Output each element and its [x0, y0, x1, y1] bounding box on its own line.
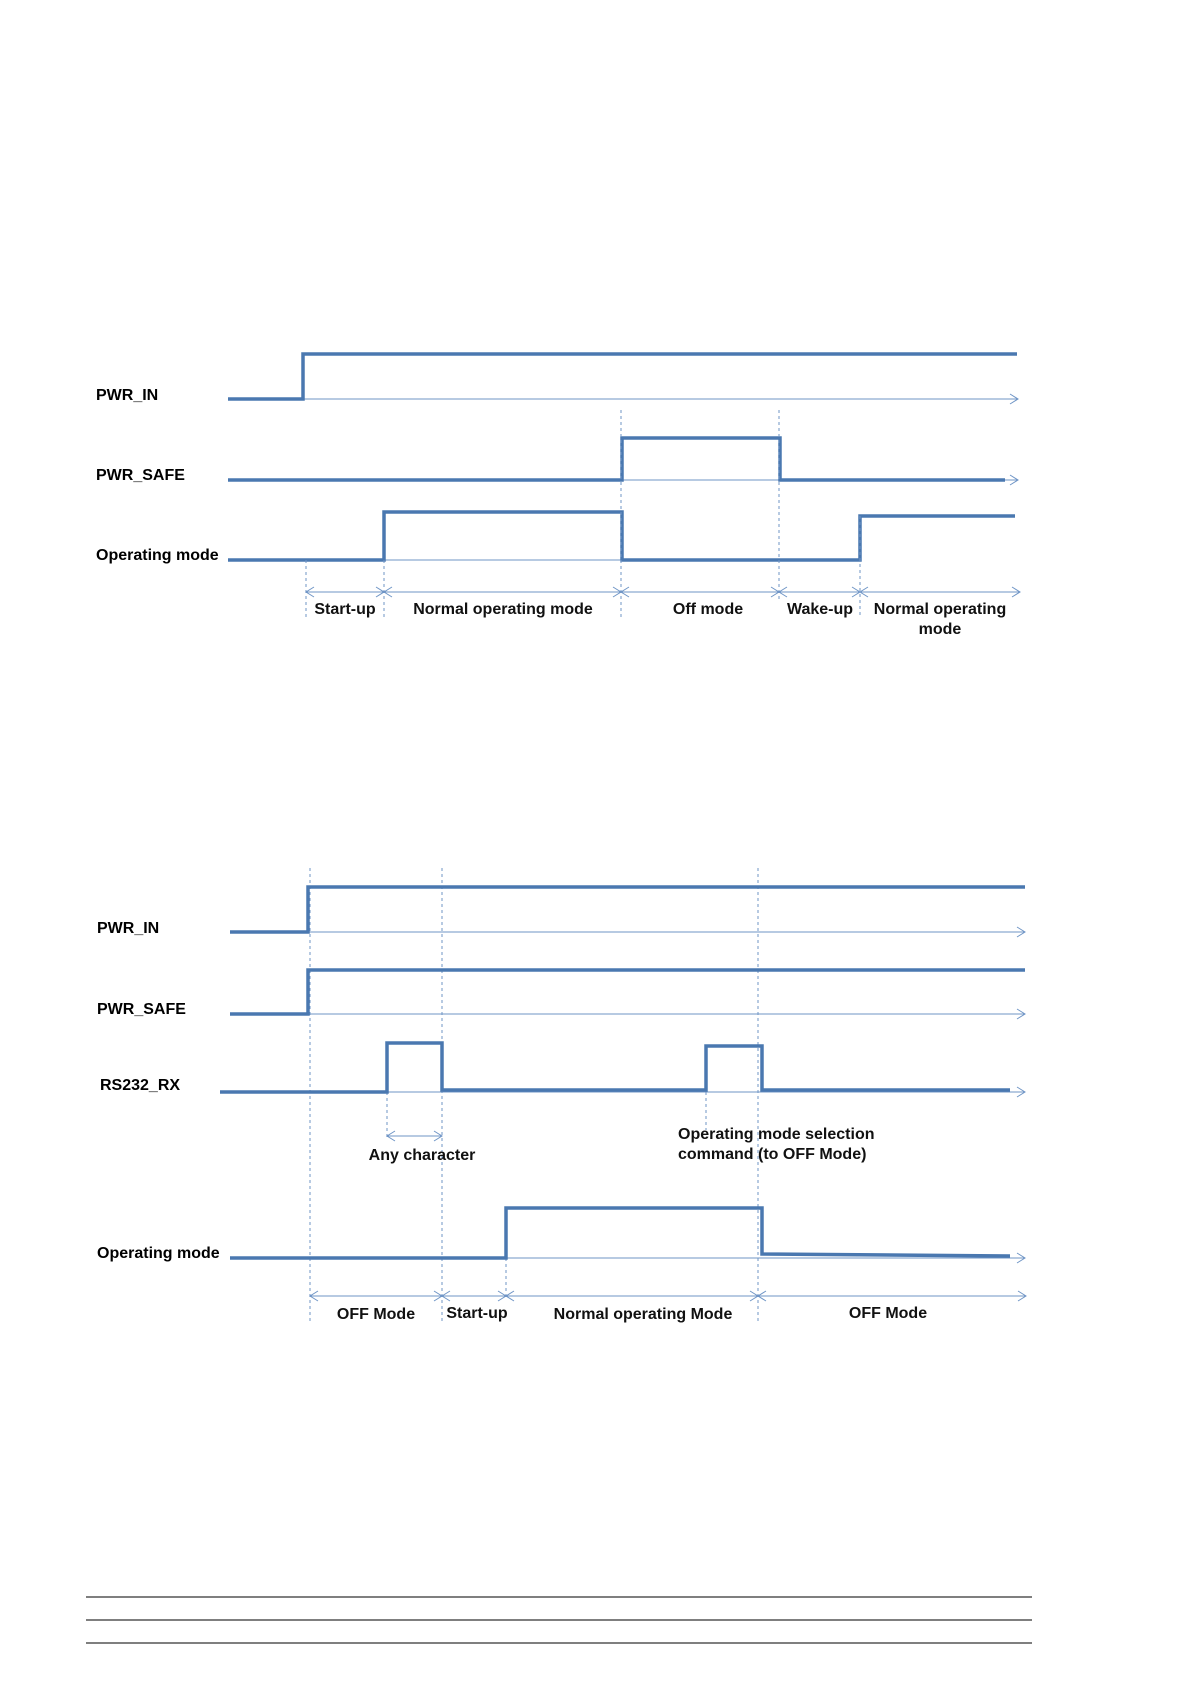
- rs232-rx-waveform: [220, 1043, 1010, 1092]
- pwr-in-label-2: PWR_IN: [97, 920, 159, 937]
- phase-normal-label: Normal operating mode: [413, 601, 593, 618]
- rs232-rx-label: RS232_RX: [100, 1077, 180, 1094]
- command-label-line1: Operating mode selection: [678, 1126, 874, 1143]
- operating-mode-label: Operating mode: [96, 547, 219, 564]
- diagram-1: PWR_IN PWR_SAFE Operating mode: [96, 354, 1020, 638]
- command-label-line2: command (to OFF Mode): [678, 1146, 866, 1163]
- phase-normal-label-2: Normal operating Mode: [554, 1306, 733, 1323]
- phase-span-arrows-2: [310, 1291, 1026, 1301]
- operating-mode-waveform-2: [230, 1208, 1010, 1258]
- pwr-in-waveform: [228, 354, 1017, 399]
- phase-normal2-label-line1: Normal operating: [874, 601, 1006, 618]
- pwr-in-waveform-2: [230, 887, 1025, 932]
- phase-off-label: Off mode: [673, 601, 743, 618]
- phase-off1-label: OFF Mode: [337, 1306, 415, 1323]
- operating-mode-label-2: Operating mode: [97, 1245, 220, 1262]
- phase-wakeup-label: Wake-up: [787, 601, 853, 618]
- pwr-safe-waveform: [228, 438, 1005, 480]
- pwr-in-label: PWR_IN: [96, 387, 158, 404]
- pwr-safe-label-2: PWR_SAFE: [97, 1001, 186, 1018]
- any-character-label: Any character: [369, 1147, 476, 1164]
- phase-normal2-label-line2: mode: [919, 621, 962, 638]
- diagram-2: PWR_IN PWR_SAFE RS232_RX Any character O…: [97, 868, 1026, 1323]
- phase-off2-label: OFF Mode: [849, 1305, 927, 1322]
- phase-span-arrows: [306, 587, 1020, 597]
- footer-rules: [86, 1597, 1032, 1643]
- phase-startup-label: Start-up: [314, 601, 376, 618]
- pwr-safe-label: PWR_SAFE: [96, 467, 185, 484]
- phase-startup-label-2: Start-up: [446, 1305, 508, 1322]
- pwr-safe-waveform-2: [230, 970, 1025, 1014]
